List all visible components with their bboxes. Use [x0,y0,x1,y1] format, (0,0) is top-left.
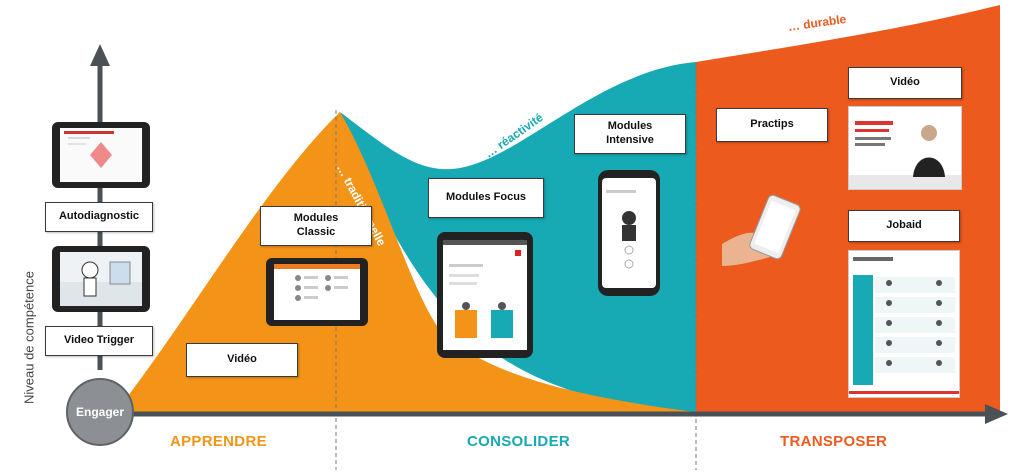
engager-circle [66,378,134,446]
y-axis-label: Niveau de compétence [21,271,37,404]
practips-box: Practips [716,108,828,142]
autodiagnostic-box: Autodiagnostic [45,202,153,232]
modules-intensive-phone-image [598,170,660,296]
jobaid-document-image [848,250,960,398]
video-presenter-image [848,106,962,190]
modules-classic-tablet-image [266,258,368,326]
modules-focus-tablet-image [437,232,533,358]
modules-focus-box: Modules Focus [428,178,544,218]
modules-classic-box: Modules Classic [260,206,372,246]
video-box-transposer: Vidéo [848,67,962,99]
y-axis-arrowhead [90,44,110,66]
video-box-apprendre: Vidéo [186,343,298,377]
phase-label-apprendre: APPRENDRE [170,433,267,450]
hand-with-phone-image [722,194,801,266]
apprendre-area [128,112,696,415]
autodiagnostic-tablet-image [52,122,150,188]
engager-label: Engager [75,405,124,419]
video-trigger-box: Video Trigger [45,326,153,356]
phase-label-transposer: TRANSPOSER [780,433,888,450]
phase-label-consolider: CONSOLIDER [467,433,571,450]
jobaid-box: Jobaid [848,210,960,242]
x-axis-arrowhead [985,404,1008,424]
video-trigger-tablet-image [52,246,150,312]
modules-intensive-box: Modules Intensive [574,114,686,154]
